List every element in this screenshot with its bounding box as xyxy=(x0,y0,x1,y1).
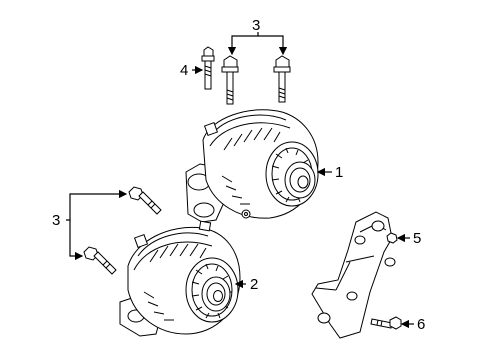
callout-2: 2 xyxy=(250,276,258,293)
bolt-item-3-right xyxy=(273,55,291,103)
bolt-item-3-upper-left xyxy=(128,186,162,215)
callout-1: 1 xyxy=(335,164,343,181)
bolt-item-3-lower-left xyxy=(83,246,117,275)
leader-lines xyxy=(66,32,414,329)
callout-3-left: 3 xyxy=(52,212,60,229)
alternator-item-1 xyxy=(185,109,319,223)
callout-6: 6 xyxy=(417,316,425,333)
bolt-item-3-middle xyxy=(221,55,239,105)
bolt-item-6 xyxy=(370,316,402,330)
callout-4: 4 xyxy=(180,62,188,79)
callout-5: 5 xyxy=(413,230,421,247)
callout-3-top: 3 xyxy=(252,17,260,34)
alternator-item-2 xyxy=(119,220,241,337)
bolt-item-4 xyxy=(201,46,215,90)
bracket-item-5 xyxy=(311,211,398,339)
